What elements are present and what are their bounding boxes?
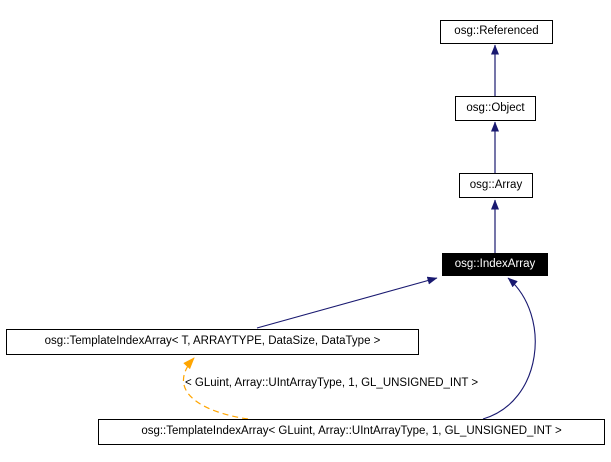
class-node-osg-object[interactable]: osg::Object	[455, 96, 536, 121]
template-instantiation-edge-label: < GLuint, Array::UIntArrayType, 1, GL_UN…	[185, 377, 479, 389]
class-node-osg-templateindexarray-generic[interactable]: osg::TemplateIndexArray< T, ARRAYTYPE, D…	[6, 329, 419, 355]
edge-templategeneric-to-indexarray	[256, 276, 438, 329]
class-node-osg-indexarray-current: osg::IndexArray	[442, 253, 548, 276]
edge-templateinstance-to-indexarray	[482, 277, 536, 420]
class-node-osg-templateindexarray-instance[interactable]: osg::TemplateIndexArray< GLuint, Array::…	[98, 419, 605, 445]
edge-templateinstance-instantiates-templategeneric	[182, 357, 249, 420]
class-node-osg-referenced[interactable]: osg::Referenced	[440, 20, 553, 44]
class-node-osg-array[interactable]: osg::Array	[459, 173, 533, 198]
